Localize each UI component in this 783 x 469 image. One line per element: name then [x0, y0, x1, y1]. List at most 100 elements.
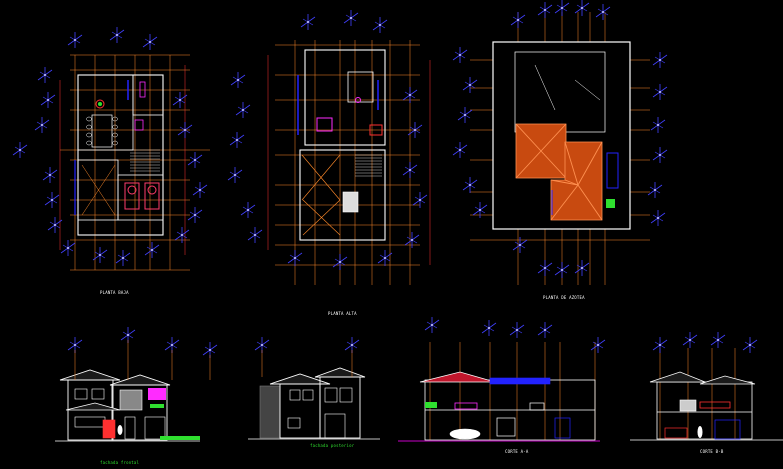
marker-dot [414, 129, 416, 131]
title-fachada-posterior: fachada posterior [310, 443, 355, 448]
marker-dot [517, 19, 519, 21]
plan-upper-floor [227, 10, 431, 285]
marker-dot [561, 269, 563, 271]
window [74, 416, 106, 428]
vegetation [425, 402, 437, 408]
axis-marker [682, 332, 698, 348]
marker-dot [469, 184, 471, 186]
car [124, 182, 140, 210]
person [697, 426, 703, 438]
axis-marker [481, 320, 497, 336]
furniture [664, 427, 688, 439]
axis-marker [510, 12, 526, 28]
marker-dot [464, 114, 466, 116]
window [287, 417, 301, 429]
marker-dot [544, 9, 546, 11]
marker-dot [581, 7, 583, 9]
axis-marker [402, 87, 418, 103]
axis-marker [192, 182, 208, 198]
axis-marker [537, 260, 553, 276]
roof-hip [540, 150, 567, 179]
axis-marker [247, 227, 263, 243]
window [302, 389, 314, 401]
marker-dot [459, 54, 461, 56]
marker-dot [44, 74, 46, 76]
door [324, 413, 346, 439]
marker-dot [419, 199, 421, 201]
axis-marker [537, 2, 553, 18]
marker-dot [171, 344, 173, 346]
axis-marker [407, 122, 423, 138]
marker-dot [149, 41, 151, 43]
vegetation [606, 199, 615, 208]
roof-hip [577, 184, 603, 221]
window [144, 416, 166, 440]
marker-dot [254, 234, 256, 236]
marker-dot [409, 94, 411, 96]
elevation-front [55, 327, 218, 442]
roof [59, 369, 121, 381]
axis-marker [287, 250, 303, 266]
axis-marker [187, 207, 203, 223]
marker-dot [181, 234, 183, 236]
axis-marker [652, 147, 668, 163]
roof-hip [515, 123, 542, 152]
marker-dot [74, 39, 76, 41]
room [132, 74, 164, 116]
axis-marker [652, 84, 668, 100]
axis-marker [457, 107, 473, 123]
marker-dot [479, 209, 481, 211]
axis-marker [650, 210, 666, 226]
axis-marker [172, 92, 188, 108]
marker-dot [561, 7, 563, 9]
axis-marker [402, 162, 418, 178]
axis-marker [174, 227, 190, 243]
marker-dot [99, 254, 101, 256]
marker-dot [194, 214, 196, 216]
axis-marker [472, 202, 488, 218]
axis-marker [37, 67, 53, 83]
marker-dot [350, 17, 352, 19]
elevation-rear [248, 337, 380, 440]
axis-marker [230, 72, 246, 88]
axis-marker [44, 192, 60, 208]
marker-dot [49, 174, 51, 176]
roof [109, 374, 171, 386]
axis-marker [590, 337, 606, 353]
chair [112, 132, 118, 138]
marker-dot [47, 99, 49, 101]
axis-marker [177, 122, 193, 138]
axis-marker [377, 250, 393, 266]
axis-marker [34, 117, 50, 133]
window [74, 388, 88, 400]
marker-dot [488, 327, 490, 329]
axis-marker [187, 152, 203, 168]
axis-marker [462, 77, 478, 93]
axis-marker [109, 27, 125, 43]
axis-marker [47, 217, 63, 233]
axis-marker [595, 4, 611, 20]
title-planta-alta: PLANTA ALTA [328, 311, 357, 316]
marker-dot [351, 344, 353, 346]
axis-marker [235, 102, 251, 118]
plan-roof [452, 0, 668, 285]
axis-marker [42, 167, 58, 183]
axis-marker [12, 142, 28, 158]
car [144, 182, 160, 210]
room [77, 159, 119, 221]
wall-detail [554, 417, 571, 439]
furniture [679, 399, 697, 412]
window [91, 388, 105, 400]
fixture [369, 124, 383, 136]
marker-dot [122, 257, 124, 259]
roof-section [419, 371, 496, 383]
stairs [496, 417, 516, 437]
axis-marker [554, 262, 570, 278]
marker-dot [597, 344, 599, 346]
axis-marker [652, 52, 668, 68]
marker-dot [581, 267, 583, 269]
roof-hip [550, 184, 579, 221]
axis-marker [343, 10, 359, 26]
axis-marker [650, 117, 666, 133]
marker-dot [469, 84, 471, 86]
